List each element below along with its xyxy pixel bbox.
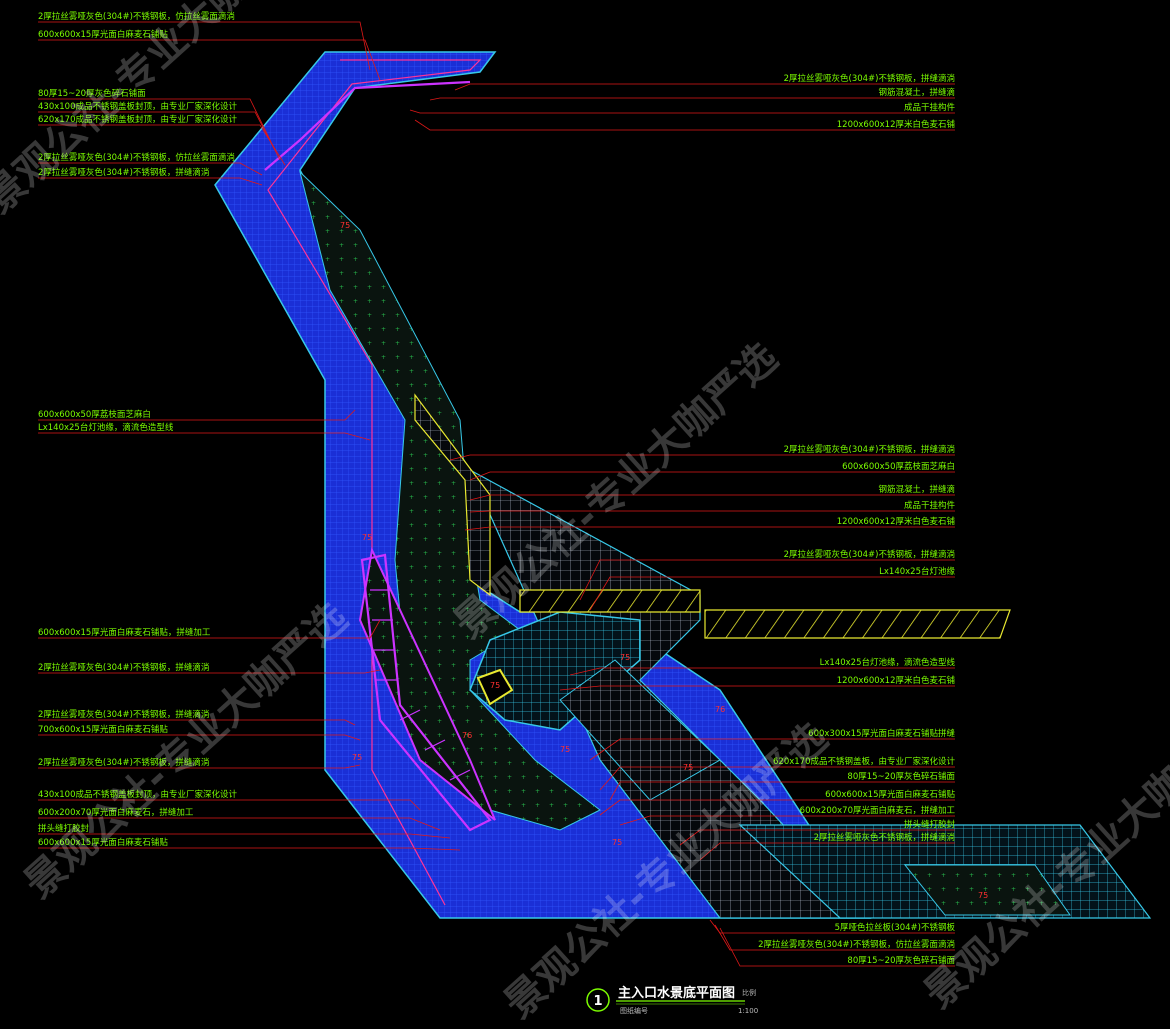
annotation-text: 成品干挂构件	[904, 102, 956, 113]
annotation-text: 600x200x70厚光面白麻麦石，拼缝加工	[38, 807, 194, 818]
plan-mark: 75	[352, 753, 362, 762]
title-number: 1	[593, 994, 602, 1009]
annotation-text: 2厚拉丝雾哑灰色(304#)不锈钢板，拼缝滴淌	[784, 444, 955, 455]
annotation-text: 5厚哑色拉丝板(304#)不锈钢板	[835, 922, 956, 933]
annotation-text: 600x600x15厚光面白麻麦石铺贴	[825, 789, 955, 800]
annotation-text: 钢筋混凝土，拼缝滴	[878, 87, 955, 98]
annotation-text: 600x200x70厚光面白麻麦石，拼缝加工	[800, 805, 956, 816]
annotation-text: 2厚拉丝雾哑灰色(304#)不锈钢板，仿拉丝雾面滴淌	[38, 11, 235, 22]
plan-mark: 75	[620, 653, 630, 662]
annotation-text: 2厚拉丝雾哑灰色(304#)不锈钢板，拼缝滴淌	[38, 662, 209, 673]
left-leaders	[38, 21, 461, 851]
planting-bed	[299, 170, 601, 831]
plan-marks: 75 75 75 76 75 75 75 76 75 75 75	[340, 221, 988, 900]
sheet-label: 图纸编号	[620, 1006, 648, 1015]
annotation-text: 1200x600x12厚米白色麦石铺	[837, 675, 956, 686]
annotation-text: 80厚15~20厚灰色碎石铺面	[38, 88, 146, 99]
annotation-text: 2厚拉丝雾哑灰色(304#)不锈钢板，仿拉丝雾面滴淌	[758, 939, 955, 950]
annotation-text: 拼头缝打胶封	[904, 819, 956, 830]
annotation-text: 2厚拉丝雾哑灰色不锈钢板，拼缝滴淌	[814, 832, 955, 843]
annotation-text: 430x100成品不锈钢盖板封顶，由专业厂家深化设计	[38, 789, 237, 800]
scale-label: 比例	[742, 988, 756, 997]
plan-mark: 75	[362, 533, 372, 542]
annotation-text: 600x600x50厚荔枝面芝麻白	[842, 461, 955, 472]
annotation-text: 2厚拉丝雾哑灰色(304#)不锈钢板，仿拉丝雾面滴淌	[38, 152, 235, 163]
annotation-text: Lx140x25台灯池缘	[879, 566, 955, 577]
annotation-text: 1200x600x12厚米白色麦石铺	[837, 119, 956, 130]
annotation-text: 2厚拉丝雾哑灰色(304#)不锈钢板，拼缝滴淌	[784, 549, 955, 560]
plan-mark: 75	[490, 681, 500, 690]
right-annotations: 2厚拉丝雾哑灰色(304#)不锈钢板，拼缝滴淌 钢筋混凝土，拼缝滴 成品干挂构件…	[758, 73, 955, 966]
plan-mark: 75	[978, 891, 988, 900]
annotation-text: 600x300x15厚光面白麻麦石铺贴拼缝	[808, 728, 955, 739]
annotation-text: 2厚拉丝雾哑灰色(304#)不锈钢板，拼缝滴淌	[784, 73, 955, 84]
annotation-text: 700x600x15厚光面白麻麦石铺贴	[38, 724, 168, 735]
right-leaders	[409, 83, 955, 967]
annotation-text: 620x170成品不锈钢盖板封顶，由专业厂家深化设计	[38, 114, 237, 125]
annotation-text: 拼头缝打胶封	[38, 823, 90, 834]
plan-mark: 76	[462, 731, 472, 740]
paving-plaza	[468, 468, 1152, 919]
annotation-text: 600x600x15厚光面白麻麦石铺贴，拼缝加工	[38, 627, 211, 638]
annotation-text: 2厚拉丝雾哑灰色(304#)不锈钢板，拼缝滴淌	[38, 757, 209, 768]
annotation-text: 600x600x50厚荔枝面芝麻白	[38, 409, 151, 420]
plan-mark: 75	[560, 745, 570, 754]
plan-mark: 75	[683, 763, 693, 772]
annotation-text: 2厚拉丝雾哑灰色(304#)不锈钢板，拼缝滴淌	[38, 167, 209, 178]
plan-mark: 76	[715, 705, 725, 714]
stone-band	[414, 393, 1011, 639]
annotation-text: Lx140x25台灯池缘，滴流色造型线	[38, 422, 174, 433]
watermark-text: 景观公社-专业大咖严选	[16, 594, 356, 907]
annotation-text: 2厚拉丝雾哑灰色(304#)不锈钢板，拼缝滴淌	[38, 709, 209, 720]
stone-steps	[264, 80, 492, 832]
annotation-text: 600x600x15厚光面白麻麦石铺贴	[38, 837, 168, 848]
annotation-text: Lx140x25台灯池缘，滴流色造型线	[820, 657, 956, 668]
annotation-text: 600x600x15厚光面白麻麦石铺贴	[38, 29, 168, 40]
drawing-title-block: 1 主入口水景底平面图 比例 图纸编号 1:100	[586, 985, 758, 1015]
annotation-text: 1200x600x12厚米白色麦石铺	[837, 516, 956, 527]
central-feature	[469, 611, 721, 801]
annotation-text: 80厚15~20厚灰色碎石铺面	[847, 771, 955, 782]
left-annotations: 2厚拉丝雾哑灰色(304#)不锈钢板，仿拉丝雾面滴淌 600x600x15厚光面…	[38, 11, 237, 848]
annotation-text: 成品干挂构件	[904, 500, 956, 511]
annotation-text: 620x170成品不锈钢盖板，由专业厂家深化设计	[773, 756, 955, 767]
plan-mark: 75	[612, 838, 622, 847]
annotation-text: 430x100成品不锈钢盖板封顶，由专业厂家深化设计	[38, 101, 237, 112]
scale-value: 1:100	[738, 1007, 758, 1015]
annotation-text: 80厚15~20厚灰色碎石铺面	[847, 955, 955, 966]
drawing-title: 主入口水景底平面图	[618, 985, 735, 1001]
title-number-circle	[586, 988, 610, 1012]
plan-mark: 75	[340, 221, 350, 230]
annotation-text: 钢筋混凝土，拼缝滴	[878, 484, 955, 495]
